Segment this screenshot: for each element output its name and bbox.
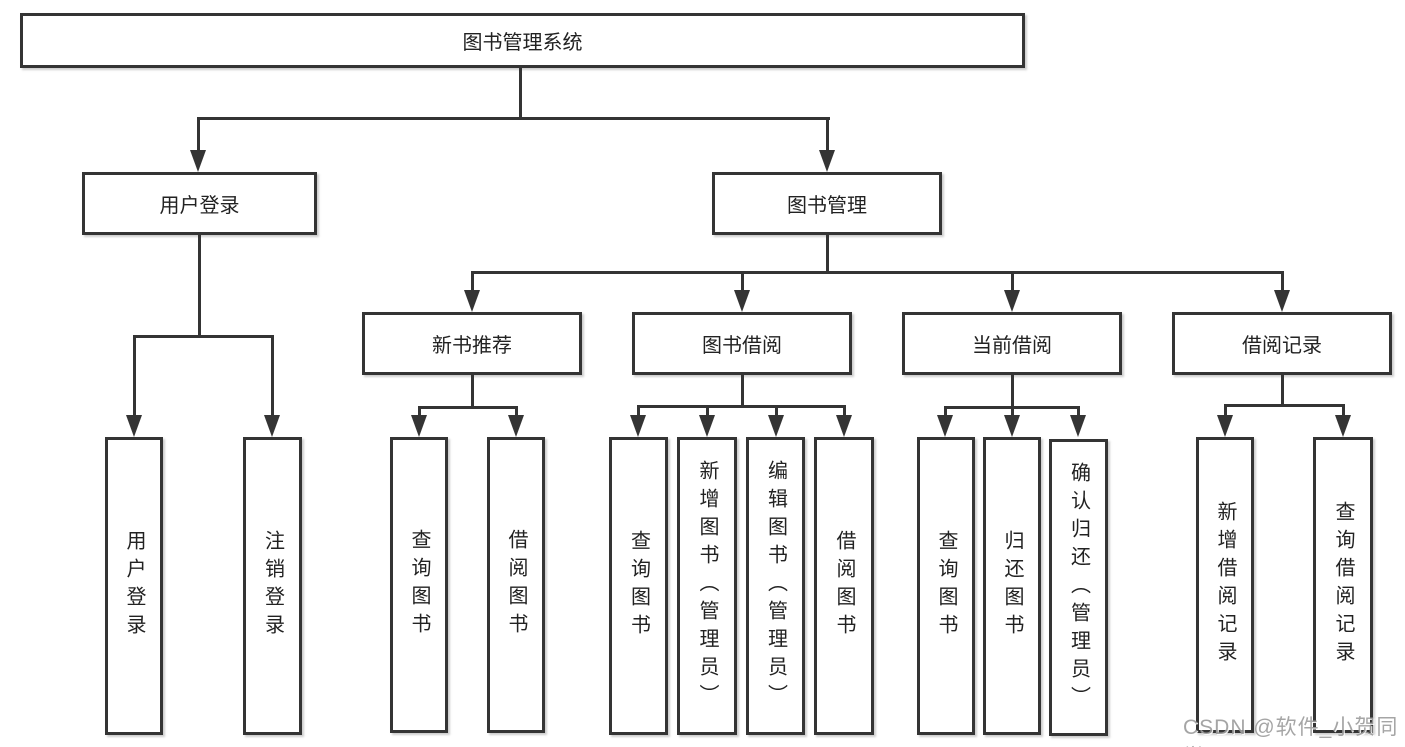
arrow-down-icon xyxy=(1004,415,1020,437)
leaf-borrow-book-g2-label: 借阅图书 xyxy=(833,530,855,642)
connector-group2-stem xyxy=(741,271,744,293)
arrow-down-icon xyxy=(126,415,142,437)
connector-g4-bar xyxy=(1224,404,1345,407)
connector-user-branch-stem xyxy=(198,235,201,337)
leaf-return-book: 归还图书 xyxy=(983,437,1041,735)
connector-g2-leaf4-stem xyxy=(843,405,846,416)
arrow-down-icon xyxy=(1004,290,1020,312)
arrow-down-icon xyxy=(190,150,206,172)
arrow-down-icon xyxy=(1274,290,1290,312)
connector-g4-leaf2-stem xyxy=(1342,404,1345,416)
leaf-user-login-label: 用户登录 xyxy=(123,530,145,642)
connector-user-leaf1-stem xyxy=(133,335,136,416)
arrow-down-icon xyxy=(630,415,646,437)
leaf-add-borrow-record-label: 新增借阅记录 xyxy=(1214,501,1236,669)
leaf-query-borrow-record: 查询借阅记录 xyxy=(1313,437,1373,733)
node-borrow-records-label: 借阅记录 xyxy=(1242,335,1322,357)
node-root: 图书管理系统 xyxy=(20,13,1025,68)
connector-g1-stem xyxy=(471,375,474,408)
connector-g3-stem xyxy=(1011,375,1014,408)
connector-user-leaf2-stem xyxy=(271,335,274,416)
connector-g4-stem xyxy=(1281,375,1284,406)
leaf-logout-label: 注销登录 xyxy=(261,530,284,642)
connector-g2-bar xyxy=(637,405,846,408)
arrow-down-icon xyxy=(1217,415,1233,437)
node-user-login-label: 用户登录 xyxy=(159,195,240,217)
arrow-down-icon xyxy=(1335,415,1351,437)
connector-group3-stem xyxy=(1011,271,1014,293)
connector-g1-leaf2-stem xyxy=(515,406,518,416)
connector-g1-bar xyxy=(418,406,518,409)
leaf-add-book-admin: 新增图书（管理员） xyxy=(677,437,737,735)
node-user-login: 用户登录 xyxy=(82,172,317,235)
connector-g3-leaf2-stem xyxy=(1011,406,1014,416)
leaf-return-book-label: 归还图书 xyxy=(1001,530,1023,642)
connector-mgmt-bar xyxy=(471,271,1284,274)
leaf-query-book-g3-label: 查询图书 xyxy=(935,530,957,642)
node-root-label: 图书管理系统 xyxy=(462,32,583,54)
leaf-edit-book-admin-label: 编辑图书（管理员） xyxy=(764,460,787,712)
leaf-logout: 注销登录 xyxy=(243,437,302,735)
arrow-down-icon xyxy=(508,415,524,437)
arrow-down-icon xyxy=(819,150,835,172)
connector-root-stem xyxy=(519,68,522,118)
arrow-down-icon xyxy=(699,415,715,437)
node-current-borrow: 当前借阅 xyxy=(902,312,1122,375)
watermark: CSDN @软件_小贺同学 xyxy=(1183,716,1399,747)
node-book-borrow-label: 图书借阅 xyxy=(702,335,782,357)
node-borrow-records: 借阅记录 xyxy=(1172,312,1392,375)
leaf-confirm-return-admin: 确认归还（管理员） xyxy=(1049,439,1108,736)
arrow-down-icon xyxy=(768,415,784,437)
connector-g3-leaf1-stem xyxy=(944,406,947,416)
leaf-edit-book-admin: 编辑图书（管理员） xyxy=(746,437,805,735)
leaf-add-borrow-record: 新增借阅记录 xyxy=(1196,437,1254,733)
connector-user-login-stem xyxy=(197,117,200,151)
leaf-borrow-book-g1-label: 借阅图书 xyxy=(505,529,527,641)
leaf-confirm-return-admin-label: 确认归还（管理员） xyxy=(1067,461,1090,714)
connector-g4-leaf1-stem xyxy=(1224,404,1227,416)
leaf-add-book-admin-label: 新增图书（管理员） xyxy=(696,460,718,712)
arrow-down-icon xyxy=(734,290,750,312)
connector-g3-leaf3-stem xyxy=(1077,406,1080,416)
connector-level1-bar xyxy=(197,117,830,120)
leaf-borrow-book-g1: 借阅图书 xyxy=(487,437,545,733)
leaf-query-book-g3: 查询图书 xyxy=(917,437,975,735)
leaf-query-borrow-record-label: 查询借阅记录 xyxy=(1332,501,1354,669)
connector-book-mgmt-stem xyxy=(826,117,829,151)
connector-g2-leaf3-stem xyxy=(775,405,778,416)
connector-g1-leaf1-stem xyxy=(418,406,421,416)
node-current-borrow-label: 当前借阅 xyxy=(972,335,1052,357)
leaf-query-book-g2-label: 查询图书 xyxy=(627,530,650,642)
connector-g2-leaf2-stem xyxy=(706,405,709,416)
leaf-user-login: 用户登录 xyxy=(105,437,163,735)
leaf-borrow-book-g2: 借阅图书 xyxy=(814,437,874,735)
connector-user-branch-bar xyxy=(133,335,274,338)
leaf-query-book-g1-label: 查询图书 xyxy=(408,529,430,641)
arrow-down-icon xyxy=(264,415,280,437)
connector-group1-stem xyxy=(471,271,474,293)
leaf-query-book-g1: 查询图书 xyxy=(390,437,448,733)
node-book-mgmt-label: 图书管理 xyxy=(787,195,867,217)
leaf-query-book-g2: 查询图书 xyxy=(609,437,668,735)
connector-g2-leaf1-stem xyxy=(637,405,640,416)
connector-g2-stem xyxy=(741,375,744,407)
arrow-down-icon xyxy=(1070,415,1086,437)
node-new-book-recommend: 新书推荐 xyxy=(362,312,582,375)
arrow-down-icon xyxy=(411,415,427,437)
node-book-borrow: 图书借阅 xyxy=(632,312,852,375)
arrow-down-icon xyxy=(464,290,480,312)
connector-mgmt-stem xyxy=(826,235,829,273)
connector-group4-stem xyxy=(1281,271,1284,293)
arrow-down-icon xyxy=(836,415,852,437)
arrow-down-icon xyxy=(937,415,953,437)
node-new-book-recommend-label: 新书推荐 xyxy=(432,335,512,357)
node-book-mgmt: 图书管理 xyxy=(712,172,942,235)
